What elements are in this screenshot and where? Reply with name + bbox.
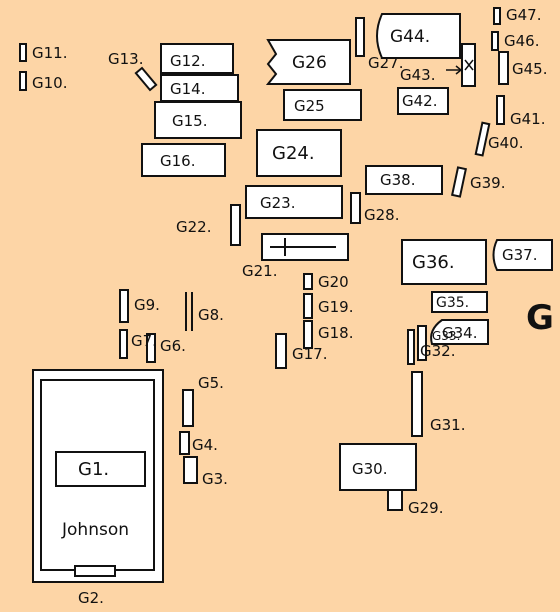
plot-g19 bbox=[303, 293, 313, 319]
plot-g20 bbox=[303, 273, 313, 290]
label-g28: G28. bbox=[364, 206, 399, 224]
plot-g34 bbox=[430, 319, 489, 345]
label-g45: G45. bbox=[512, 60, 547, 78]
plot-g40 bbox=[474, 121, 491, 157]
plot-g27 bbox=[355, 17, 365, 57]
plot-g30 bbox=[339, 443, 417, 491]
plot-g32 bbox=[407, 329, 415, 365]
plot-g3 bbox=[183, 456, 198, 484]
plot-g1-nameplate bbox=[55, 451, 146, 487]
plot-g10 bbox=[19, 71, 27, 91]
plot-g36 bbox=[401, 239, 487, 285]
plot-g18 bbox=[303, 320, 313, 349]
label-g40: G40. bbox=[488, 134, 523, 152]
label-g2: G2. bbox=[78, 589, 104, 607]
label-g36: G36. bbox=[412, 252, 455, 273]
label-g11: G11. bbox=[32, 44, 67, 62]
label-g41: G41. bbox=[510, 110, 545, 128]
label-g9: G9. bbox=[134, 296, 160, 314]
plot-g4 bbox=[179, 431, 190, 455]
section-letter: G bbox=[526, 298, 554, 338]
label-g33: G33. bbox=[432, 329, 460, 343]
plot-g47 bbox=[493, 7, 501, 25]
label-g30: G30. bbox=[352, 460, 387, 478]
plot-g16 bbox=[141, 143, 226, 177]
plot-g17 bbox=[275, 333, 287, 369]
label-g22: G22. bbox=[176, 218, 211, 236]
label-g12: G12. bbox=[170, 52, 205, 70]
label-johnson: Johnson bbox=[61, 520, 129, 540]
label-g6: G6. bbox=[160, 337, 186, 355]
plot-g2-stone bbox=[74, 565, 116, 577]
label-g27: G27. bbox=[368, 54, 403, 72]
label-g18: G18. bbox=[318, 324, 353, 342]
label-g3: G3. bbox=[202, 470, 228, 488]
label-g42: G42. bbox=[402, 92, 437, 110]
plot-g15 bbox=[154, 101, 242, 139]
label-g31: G31. bbox=[430, 416, 465, 434]
plot-g41 bbox=[496, 95, 505, 125]
label-g23: G23. bbox=[260, 194, 295, 212]
label-g13: G13. bbox=[108, 50, 143, 68]
plot-g28 bbox=[350, 192, 361, 224]
label-g10: G10. bbox=[32, 74, 67, 92]
plot-g7 bbox=[119, 329, 128, 359]
label-g43: G43. bbox=[400, 66, 435, 84]
label-g5: G5. bbox=[198, 374, 224, 392]
label-g1: G1. bbox=[78, 459, 109, 480]
label-g8: G8. bbox=[198, 306, 224, 324]
plot-g35 bbox=[431, 291, 488, 313]
label-g16: G16. bbox=[160, 152, 195, 170]
label-g21: G21. bbox=[242, 262, 277, 280]
plot-g13 bbox=[134, 66, 158, 92]
label-g7: G7. bbox=[131, 332, 157, 350]
plot-g5 bbox=[182, 389, 194, 427]
plot-g25 bbox=[283, 89, 362, 121]
plot-g33 bbox=[417, 325, 427, 361]
label-g32: G32. bbox=[420, 342, 455, 360]
plot-g23 bbox=[245, 185, 343, 219]
plot-g37 bbox=[492, 239, 553, 271]
label-g35: G35. bbox=[436, 295, 469, 311]
label-g47: G47. bbox=[506, 6, 541, 24]
plot-g6 bbox=[146, 333, 156, 363]
plot-g29 bbox=[387, 489, 403, 511]
plot-g39 bbox=[450, 166, 468, 198]
label-g46: G46. bbox=[504, 32, 539, 50]
label-g38: G38. bbox=[380, 171, 415, 189]
g43-arrow-head bbox=[455, 65, 463, 75]
plot-g31 bbox=[411, 371, 423, 437]
plot-g38 bbox=[365, 165, 443, 195]
plot-g26 bbox=[265, 39, 351, 85]
plot-g14 bbox=[160, 74, 239, 102]
label-g39: G39. bbox=[470, 174, 505, 192]
plot-g42 bbox=[397, 87, 449, 115]
plot-g12 bbox=[160, 43, 234, 74]
label-g26: G26 bbox=[292, 53, 327, 73]
label-g17: G17. bbox=[292, 345, 327, 363]
label-g15: G15. bbox=[172, 112, 207, 130]
plot-g44 bbox=[376, 13, 461, 59]
g43-mark-b bbox=[464, 59, 474, 71]
label-g25: G25 bbox=[294, 97, 325, 115]
plot-g46 bbox=[491, 31, 499, 51]
label-g37: G37. bbox=[502, 246, 537, 264]
plot-g9 bbox=[119, 289, 129, 323]
label-g19: G19. bbox=[318, 298, 353, 316]
plot-g45 bbox=[498, 51, 509, 85]
plot-g11 bbox=[19, 43, 27, 62]
label-g4: G4. bbox=[192, 436, 218, 454]
label-g44: G44. bbox=[390, 27, 430, 47]
label-g14: G14. bbox=[170, 80, 205, 98]
label-g29: G29. bbox=[408, 499, 443, 517]
plot-g24 bbox=[256, 129, 342, 177]
label-g34: G34. bbox=[442, 324, 477, 342]
label-g24: G24. bbox=[272, 143, 315, 164]
plot-g22 bbox=[230, 204, 241, 246]
label-g20: G20 bbox=[318, 273, 349, 291]
